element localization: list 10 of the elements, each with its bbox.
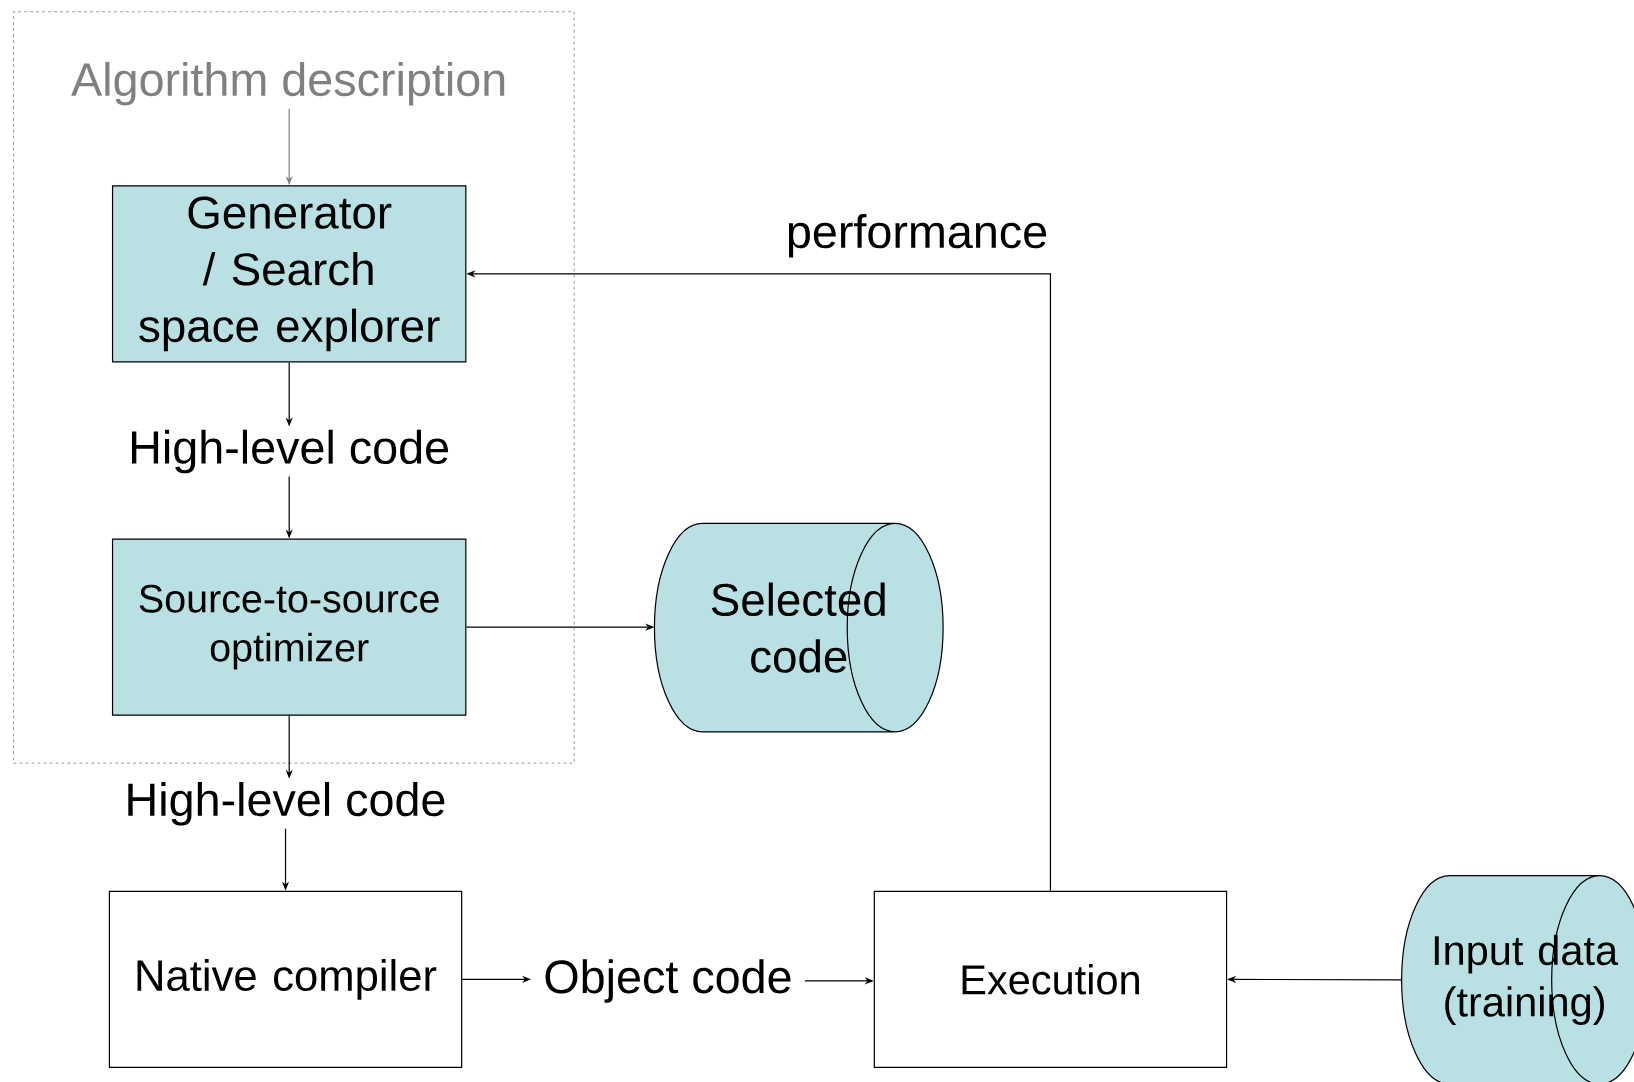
flow-label: High-level code (128, 782, 445, 826)
dashed-group-box (13, 11, 575, 764)
process-box: Generator / Search space explorer (111, 185, 467, 363)
process-box: Execution (873, 890, 1228, 1068)
input-label: Algorithm description (71, 61, 505, 106)
flow-label: High-level code (132, 429, 448, 474)
edge-label: performance (788, 214, 1047, 258)
process-box: Native compiler (108, 890, 463, 1068)
process-box: Source-to-source optimizer (111, 538, 467, 716)
flow-label: Object code (545, 959, 791, 1003)
